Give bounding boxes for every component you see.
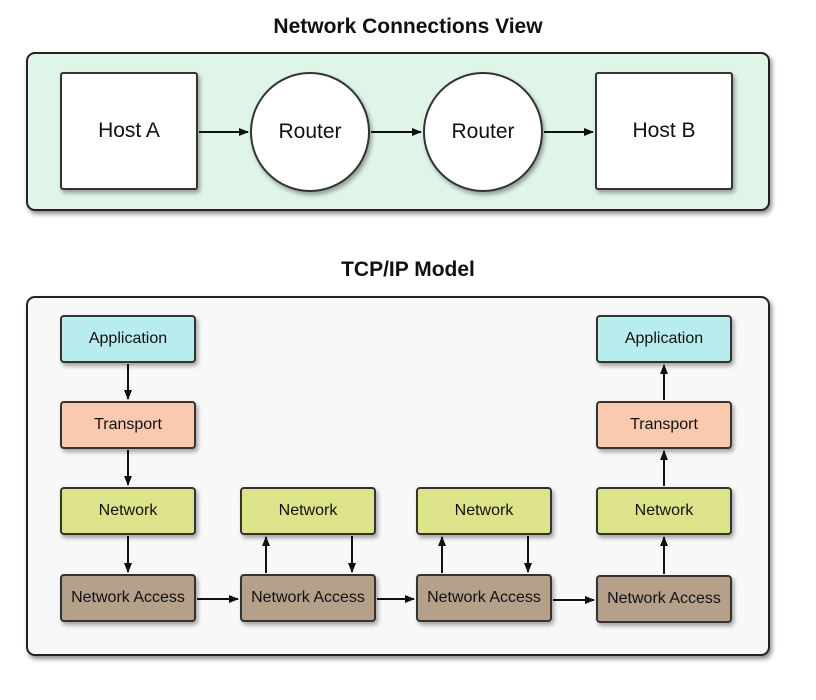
router-1-node: Router xyxy=(250,72,370,192)
router-1-network-access-layer: Network Access xyxy=(240,574,376,622)
host-b-application-layer: Application xyxy=(596,315,732,363)
network-connections-title: Network Connections View xyxy=(273,15,543,38)
host-b-network-access-layer: Network Access xyxy=(596,575,732,623)
router-2-node: Router xyxy=(423,72,543,192)
host-b-transport-layer: Transport xyxy=(596,401,732,449)
host-b-network-layer: Network xyxy=(596,487,732,535)
host-a-network-access-layer: Network Access xyxy=(60,574,196,622)
router-1-network-layer: Network xyxy=(240,487,376,535)
host-a-application-layer: Application xyxy=(60,315,196,363)
tcp-ip-model-title: TCP/IP Model xyxy=(341,258,475,281)
host-b-node: Host B xyxy=(595,72,733,190)
router-2-network-access-layer: Network Access xyxy=(416,574,552,622)
host-a-transport-layer: Transport xyxy=(60,401,196,449)
host-a-node: Host A xyxy=(60,72,198,190)
host-a-network-layer: Network xyxy=(60,487,196,535)
router-2-network-layer: Network xyxy=(416,487,552,535)
